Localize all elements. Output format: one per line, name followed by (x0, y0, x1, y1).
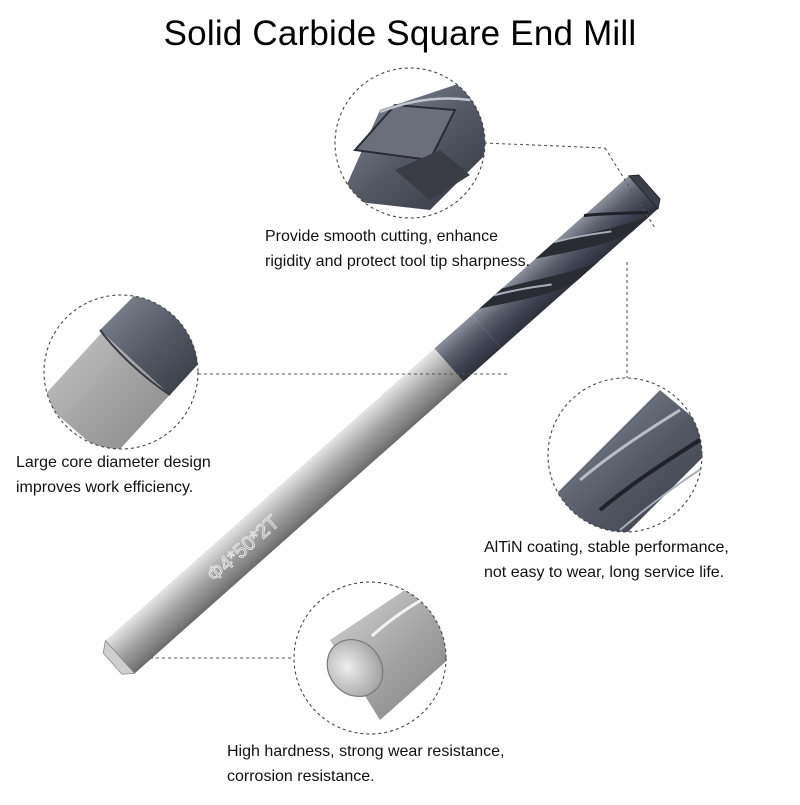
caption-tool-tip: Provide smooth cutting, enhance rigidity… (265, 224, 530, 274)
page-title: Solid Carbide Square End Mill (163, 14, 637, 53)
caption-coating: AlTiN coating, stable performance, not e… (484, 535, 729, 585)
tool-coated-neck (434, 315, 502, 382)
caption-coating-line2: not easy to wear, long service life. (484, 564, 725, 581)
caption-tool-tip-line2: rigidity and protect tool tip sharpness. (265, 253, 531, 270)
caption-core-diameter: Large core diameter design improves work… (16, 450, 211, 500)
caption-tool-tip-line1: Provide smooth cutting, enhance (265, 228, 499, 245)
zoom-circle-shank (293, 581, 447, 735)
caption-shank-line1: High hardness, strong wear resistance, (227, 743, 505, 760)
callout-lines (150, 142, 656, 659)
tool-shank-end (102, 639, 136, 675)
tool-shank (105, 333, 481, 674)
zoom-circle-tip (334, 67, 486, 219)
zoom-circle-core (43, 294, 199, 450)
zoom-circle-coating (547, 377, 703, 533)
callout-line-tip-diag (604, 147, 656, 229)
caption-shank: High hardness, strong wear resistance, c… (227, 739, 504, 789)
caption-shank-line2: corrosion resistance. (227, 768, 375, 785)
callout-line-tip (483, 142, 606, 149)
caption-core-diameter-line2: improves work efficiency. (16, 479, 194, 496)
caption-core-diameter-line1: Large core diameter design (16, 454, 211, 471)
caption-coating-line1: AlTiN coating, stable performance, (484, 539, 729, 556)
tool-flutes (471, 174, 661, 349)
end-mill-tool: Φ4*50*2T (102, 174, 661, 675)
